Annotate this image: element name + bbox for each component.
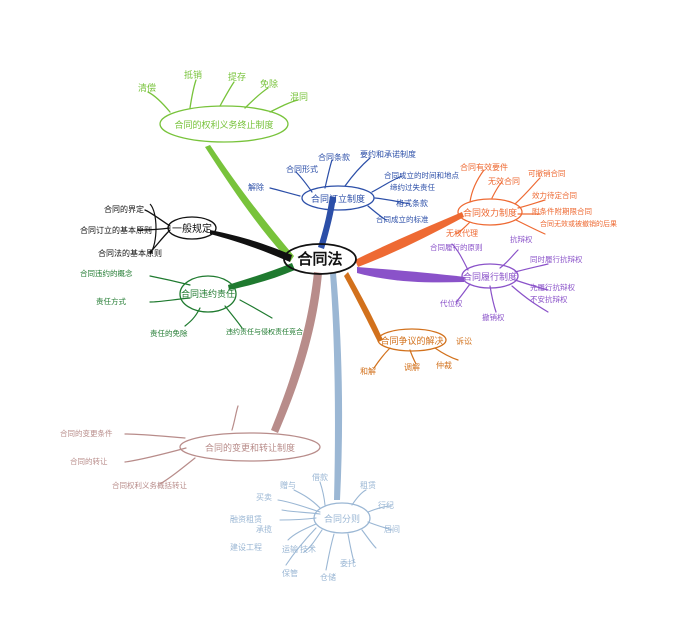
specific-item: 借款 [312,472,328,482]
labels: 合同法 一般规定 合同的界定 合同订立的基本原则 合同法的基本原则 合同的权利义… [60,69,617,582]
general-item: 合同法的基本原则 [98,248,162,258]
modification-oval [179,432,321,462]
remedies-item: 违约责任与侵权责任竞合 [226,327,303,336]
branch-stroke-black [210,230,292,262]
specific-item: 保管 [282,568,298,578]
specific-item: 租赁 [360,480,376,490]
remedies-item: 责任的免除 [150,328,188,338]
performance-title: 合同履行制度 [463,271,517,283]
branch-stroke-orange [355,212,464,267]
branch-stroke-dark-orange [344,272,383,342]
disputes-item: 诉讼 [456,336,472,346]
termination-item: 抵销 [184,69,202,81]
branch-stroke-green [205,145,294,262]
specific-item: 融资租赁 [230,514,262,524]
termination-item: 提存 [228,71,246,83]
validity-item: 可撤销合同 [528,168,566,178]
formation-item: 合同成立的标准 [376,214,429,224]
general-title: 一般规定 [172,222,212,235]
formation-item: 合同形式 [286,164,318,174]
center-title: 合同法 [296,250,342,268]
remedies-item: 合同违约的概念 [80,268,133,278]
termination-item: 免除 [260,78,278,90]
specific-item: 委托 [340,558,356,568]
specific-item: 买卖 [256,493,272,502]
specific-title: 合同分则 [324,513,360,525]
validity-oval [457,198,523,226]
branch-stroke-light-blue [330,273,343,500]
performance-item: 撤销权 [482,312,505,322]
modification-item: 合同权利义务概括转让 [112,480,187,490]
termination-link-label: 解除 [248,182,264,192]
disputes-oval [377,328,447,352]
formation-item: 格式条款 [396,198,428,208]
validity-item: 无权代理 [446,228,478,238]
specific-item: 赠与 [280,480,296,490]
modification-item: 合同的变更条件 [60,428,113,438]
performance-item: 代位权 [440,298,463,308]
disputes-item: 和解 [360,366,376,376]
formation-item: 缔约过失责任 [390,182,435,192]
termination-oval [159,105,289,143]
modification-title: 合同的变更和转让制度 [205,442,295,454]
formation-item: 合同条款 [318,152,350,162]
disputes-title: 合同争议的解决 [380,335,443,347]
termination-item: 清偿 [138,82,156,94]
disputes-item: 仲裁 [436,360,452,370]
node-ovals [149,105,523,534]
validity-item: 附条件附期限合同 [532,206,592,216]
specific-item: 行纪 [378,500,394,510]
performance-item: 先履行抗辩权 [530,282,575,292]
performance-item: 抗辩权 [510,234,533,244]
validity-item: 合同无效或被撤销的后果 [540,219,617,228]
validity-item: 无效合同 [488,176,520,186]
formation-item: 合同成立的时间和地点 [384,170,459,180]
general-item: 合同订立的基本原则 [80,225,152,235]
general-oval [167,216,217,240]
general-bracket [149,203,157,255]
general-item: 合同的界定 [104,204,144,214]
branch-strokes [205,145,465,500]
branch-stroke-mauve [271,272,322,433]
validity-title: 合同效力制度 [463,207,517,219]
remedies-oval [179,275,237,313]
disputes-item: 调解 [404,362,420,372]
center-oval [283,243,357,275]
validity-item: 效力待定合同 [532,190,577,200]
specific-item: 仓储 [320,572,336,582]
performance-item: 同时履行抗辩权 [530,254,583,264]
specific-item: 承揽 [256,524,272,534]
specific-item: 技术 [300,544,316,554]
branch-stroke-dark-green [228,263,295,290]
formation-item: 要约和承诺制度 [360,149,416,159]
modification-item: 合同的转让 [70,456,108,466]
specific-oval [313,502,371,534]
formation-title: 合同订立制度 [311,193,365,205]
termination-item: 混同 [290,92,308,103]
specific-item: 建设工程 [230,542,262,552]
remedies-title: 合同违约责任 [181,288,235,300]
specific-item: 居间 [384,525,400,534]
performance-oval [461,263,519,289]
specific-item: 运输 [282,544,298,554]
termination-title: 合同的权利义务终止制度 [174,119,273,131]
remedies-item: 责任方式 [96,296,126,306]
validity-item: 合同有效要件 [460,162,508,172]
formation-oval [301,185,375,211]
performance-item: 合同履行的原则 [430,242,483,252]
branch-stroke-purple [357,267,465,283]
performance-item: 不安抗辩权 [530,294,568,304]
